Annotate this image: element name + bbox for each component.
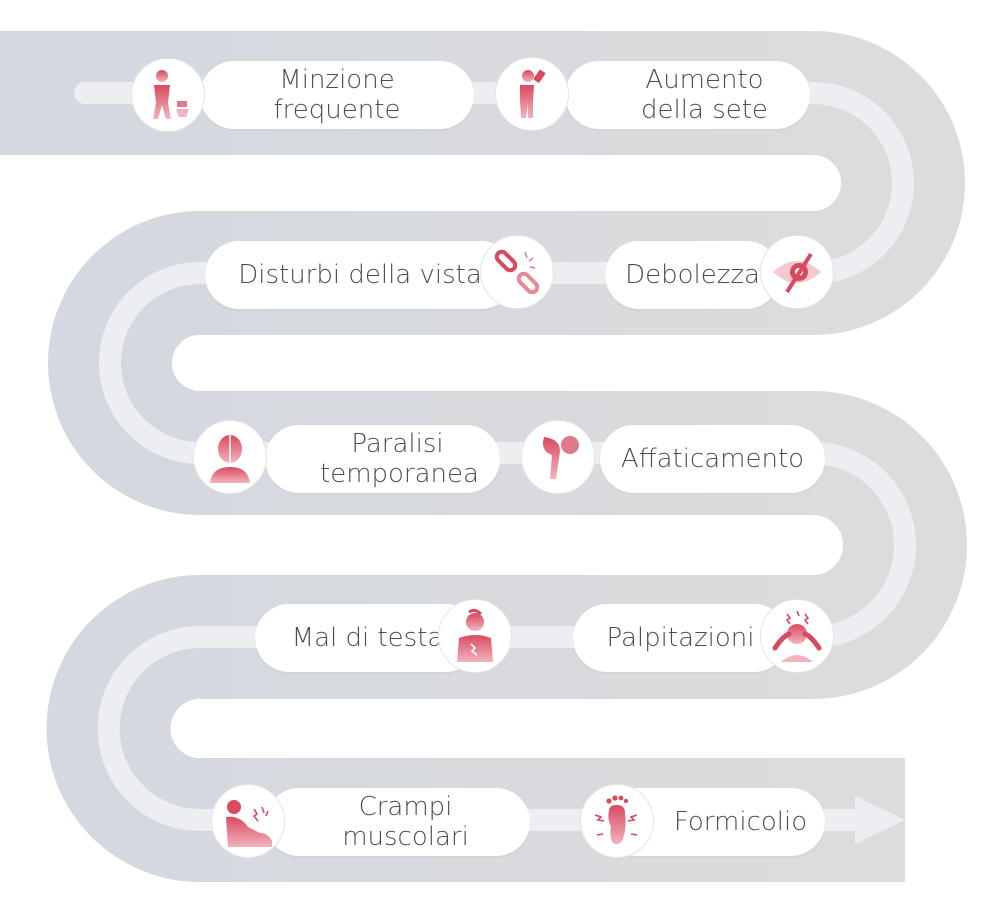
tingling-foot-icon [580,784,654,858]
headache-icon [438,599,512,673]
step-label: Crampi muscolari [342,792,469,852]
step-label: Mal di testa [291,623,444,653]
broken-chain-weakness-icon [480,235,554,309]
step-pill-crampi: Crampi muscolari [265,788,530,856]
step-pill-affaticamento: Affaticamento [600,425,825,493]
step-pill-palpitazioni: Palpitazioni [573,604,788,672]
drinking-thirst-icon [495,57,569,131]
step-pill-paralisi: Paralisi temporanea [265,425,500,493]
step-label: Palpitazioni [606,623,755,653]
tired-head-fatigue-icon [521,420,595,494]
step-label: Minzione frequente [273,65,401,125]
crossed-eye-vision-icon [760,235,834,309]
step-label: Paralisi temporanea [320,429,479,489]
step-label: Aumento della sete [641,65,768,125]
step-label: Formicolio [673,807,808,837]
step-label: Affaticamento [620,444,805,474]
frequent-urination-icon [131,58,205,132]
step-pill-sete: Aumento della sete [565,61,810,129]
face-paralysis-icon [193,420,267,494]
step-label: Debolezza [625,260,760,290]
chest-pain-palpitations-icon [760,599,834,673]
path-arrowhead [855,796,905,844]
step-label: Disturbi della vista [238,260,482,290]
muscle-cramp-icon [211,784,285,858]
step-pill-vista: Disturbi della vista [205,241,515,309]
step-pill-minzione: Minzione frequente [200,61,474,129]
step-pill-debolezza: Debolezza [605,241,780,309]
